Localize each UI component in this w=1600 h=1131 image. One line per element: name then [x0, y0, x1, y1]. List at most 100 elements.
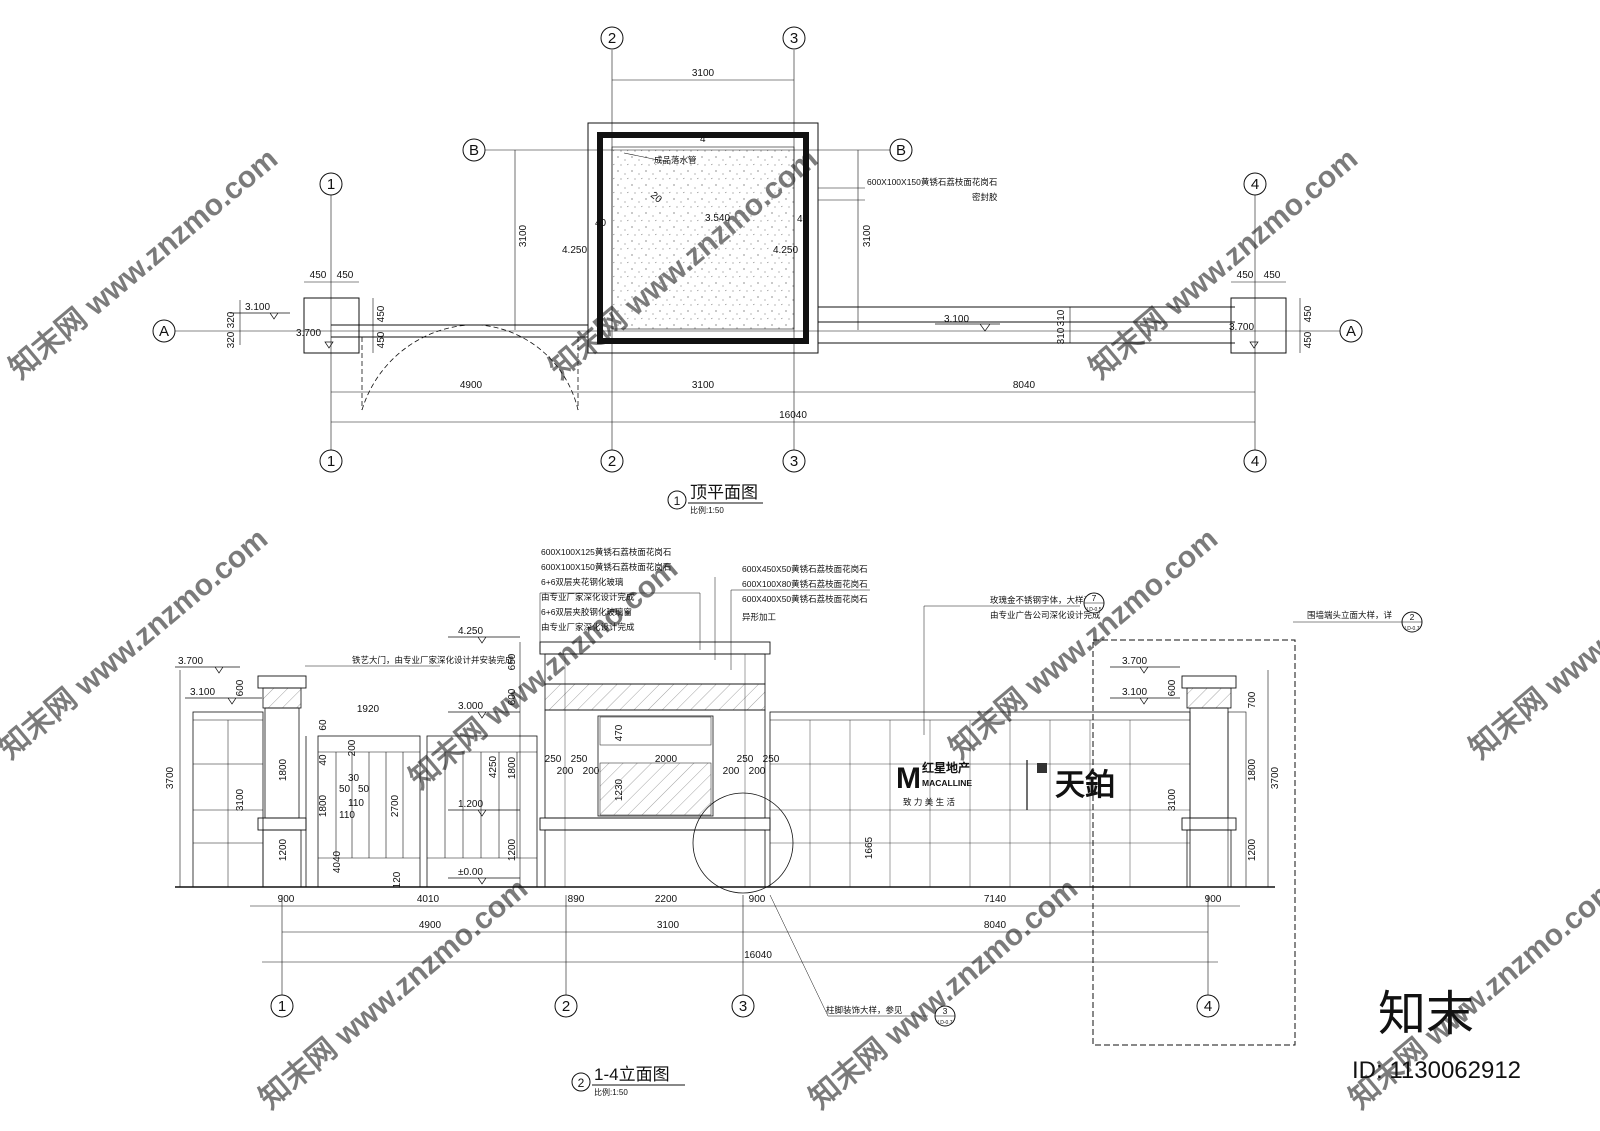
dim-center: 200 [557, 766, 574, 777]
plan-title: 顶平面图 [690, 483, 758, 502]
dim-left: 1800 [278, 758, 289, 781]
level-roof-top: 4.250 [458, 626, 483, 637]
dim-center: 200 [583, 766, 600, 777]
dim-center: 1800 [507, 756, 518, 779]
dim-pier-half: 450 [1264, 270, 1281, 281]
level-roof-edge: 4.250 [562, 245, 587, 256]
watermark-text: 知末网 www.znzmo.com [3, 142, 284, 385]
branding: 知末 ID: 1130062912 [1352, 988, 1521, 1084]
dim-depth-right: 3100 [862, 224, 873, 247]
note-material: 6+6双层夹胶钢化玻璃窗 [541, 607, 632, 617]
dim-seg: 4900 [419, 920, 442, 931]
dim-gate: 4040 [332, 850, 343, 873]
note-gate: 铁艺大门，由专业厂家深化设计并安装完成 [352, 655, 514, 665]
dim-center: 250 [545, 754, 562, 765]
ref-end-sheet: LD-0.7 [1404, 626, 1419, 632]
plan-axis-labels: 1 1 2 2 3 3 4 4 A A B B [159, 30, 1356, 470]
elev-scale: 比例:1:50 [594, 1087, 628, 1097]
roof-edge-dim: 40 [595, 218, 607, 229]
dim-center: 250 [737, 754, 754, 765]
dim-seg-2-3: 3100 [692, 380, 715, 391]
note-sealant: 密封胶 [972, 192, 998, 202]
dim-center: 1230 [614, 778, 625, 801]
elev-levels: 3.700 3.100 4.250 3.000 1.200 ±0.00 3.70… [178, 626, 1147, 878]
dim-center: 1200 [507, 838, 518, 861]
note-material-r: 600X400X50黄锈石荔枝面花岗石 [742, 594, 868, 604]
dim-seg-1-2: 4900 [460, 380, 483, 391]
axis-label-4: 4 [1251, 453, 1259, 470]
dim-center: 470 [614, 724, 625, 741]
dim-right: 1200 [1247, 838, 1258, 861]
plan-title-block: 1 顶平面图 比例:1:50 [667, 483, 763, 515]
brand-id: ID: 1130062912 [1352, 1057, 1521, 1084]
watermark-text: 知末网 www.znzmo.com [253, 872, 534, 1115]
dim-seg: 3100 [657, 920, 680, 931]
elev-notes: 600X100X125黄锈石荔枝面花岗石 600X100X150黄锈石荔枝面花岗… [352, 547, 1423, 1027]
axis-label-1: 1 [278, 998, 286, 1015]
axis-label-b: B [896, 142, 906, 159]
axis-label-4: 4 [1204, 998, 1212, 1015]
elev-title-block: 2 1-4立面图 比例:1:50 [571, 1065, 685, 1097]
level-ground: ±0.00 [458, 867, 483, 878]
level-pier-side: 3.100 [944, 314, 969, 325]
dim-seg: 8040 [984, 920, 1007, 931]
dim-gate: 50 [339, 784, 351, 795]
dim-bay: 3100 [692, 68, 715, 79]
ref-sign-sheet: LD-0.5 [1086, 607, 1101, 613]
plan-scale: 比例:1:50 [690, 505, 724, 515]
plan-title-number: 1 [674, 494, 681, 508]
note-granite: 600X100X150黄锈石荔枝面花岗石 [867, 177, 997, 187]
sign-company-en: MACALLINE [922, 778, 972, 788]
dim-bottom: 900 [1205, 894, 1222, 905]
level-r-wall: 3.100 [1122, 687, 1147, 698]
watermark-text: 知末网 www.znzmo.com [1463, 522, 1600, 765]
note-material-r: 异形加工 [742, 612, 777, 622]
dim-right: 1800 [1247, 758, 1258, 781]
dim-right: 600 [1167, 679, 1178, 696]
level-top-side: 3.100 [245, 302, 270, 313]
dim-left: 3700 [165, 766, 176, 789]
note-material: 由专业厂家深化设计完成 [541, 592, 635, 602]
dim-gate: 110 [339, 810, 355, 821]
elev-title: 1-4立面图 [594, 1065, 670, 1084]
brand-logo: 知末 [1378, 988, 1474, 1041]
note-base: 柱脚装饰大样，参见 [826, 1005, 903, 1015]
level-pier: 3.700 [296, 328, 321, 339]
dim-center: 250 [763, 754, 780, 765]
elev-dimensions: 900 4010 890 2200 900 7140 900 4900 3100… [165, 653, 1281, 961]
plan-dimensions: 3100 3100 3100 450 450 450 450 450 450 4… [226, 68, 1314, 421]
elevation [175, 577, 1412, 1046]
dim-left: 3100 [235, 788, 246, 811]
dim-gate: 2700 [390, 794, 401, 817]
ref-sign-num: 7 [1092, 593, 1097, 603]
roof-edge-dim: 4 [700, 134, 706, 145]
roof-plan [175, 50, 1340, 450]
dim-gate: 30 [348, 773, 360, 784]
note-downpipe: 成品落水管 [654, 155, 697, 165]
watermark-text: 知末网 www.znzmo.com [803, 872, 1084, 1115]
dim-pier-side: 450 [1303, 305, 1314, 322]
dim-side-h2: 310 [1056, 327, 1067, 344]
dim-pier-side: 450 [376, 305, 387, 322]
axis-label-a: A [1346, 323, 1356, 340]
elev-axis-bubbles [270, 994, 1220, 1018]
level-pier-r: 3.700 [1229, 322, 1254, 333]
dim-bottom: 4010 [417, 894, 440, 905]
level-wall-top: 3.100 [190, 687, 215, 698]
dim-bottom: 2200 [655, 894, 678, 905]
axis-label-1: 1 [327, 453, 335, 470]
dim-center: 1665 [864, 836, 875, 859]
axis-label-1: 1 [327, 176, 335, 193]
dim-bottom: 7140 [984, 894, 1007, 905]
axis-label-2: 2 [562, 998, 570, 1015]
level-roof-center: 3.540 [705, 213, 730, 224]
level-pier-top: 3.700 [178, 656, 203, 667]
dim-gate: 50 [358, 784, 370, 795]
level-gate-top: 3.000 [458, 701, 483, 712]
dim-gate: 110 [348, 798, 364, 809]
dim-center: 600 [507, 688, 518, 705]
roof-edge-dim: 40 [797, 214, 809, 225]
dim-left: 600 [235, 679, 246, 696]
sign-tagline: 致 力 美 生 活 [903, 797, 955, 807]
